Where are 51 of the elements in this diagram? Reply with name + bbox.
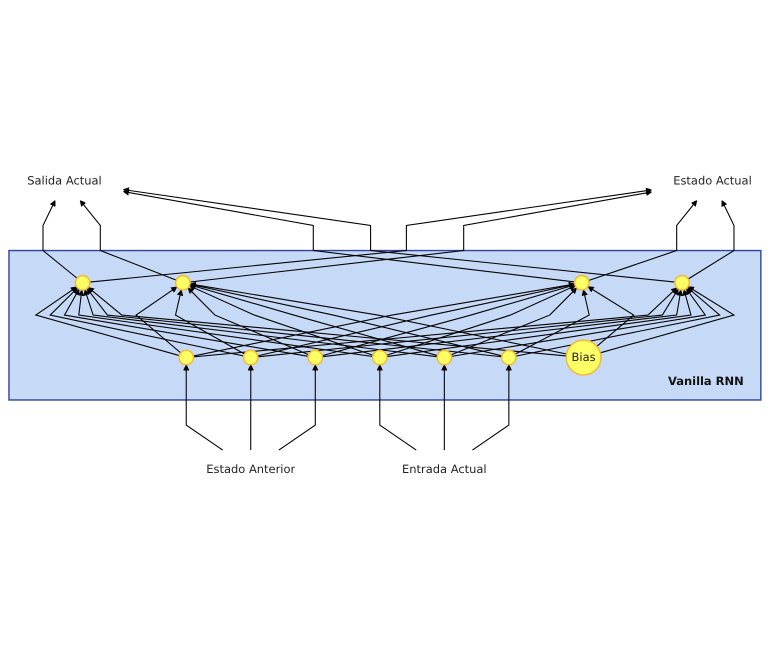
node-circle: Bias <box>565 339 602 376</box>
node-circle <box>500 349 517 366</box>
arrow <box>441 364 448 450</box>
node-text: Entrada Actual <box>402 462 487 476</box>
node-circle <box>372 349 388 366</box>
arrow <box>514 289 590 354</box>
arrow <box>122 189 575 282</box>
arrow <box>472 364 512 450</box>
arrow <box>451 288 706 357</box>
arrow <box>42 200 78 278</box>
arrow <box>588 200 698 281</box>
node-circle <box>178 349 194 366</box>
arrow <box>258 282 576 356</box>
arrow <box>386 284 576 356</box>
arrow <box>322 283 576 356</box>
node-circle <box>74 274 91 290</box>
arrow <box>183 364 223 450</box>
arrow <box>688 200 735 280</box>
arrow <box>376 364 417 450</box>
node-text: Estado Actual <box>673 174 752 188</box>
arrow <box>278 364 318 450</box>
arrow <box>88 286 566 356</box>
arrow <box>135 286 182 354</box>
node-text: Estado Anterior <box>206 462 296 476</box>
arrow <box>190 190 652 282</box>
arrow <box>86 288 502 358</box>
node-circle <box>436 349 452 366</box>
node-circle <box>175 274 191 290</box>
node-text: Salida Actual <box>27 174 102 188</box>
node-circle <box>574 274 590 290</box>
arrow <box>516 286 721 356</box>
arrow <box>450 287 578 356</box>
arrow <box>190 283 438 356</box>
node-circle <box>307 349 324 366</box>
arrow <box>588 286 635 346</box>
arrow <box>600 286 736 354</box>
arrow <box>322 289 684 357</box>
arrow <box>188 287 309 355</box>
arrow <box>78 289 373 357</box>
node-circle <box>242 349 259 366</box>
arrow <box>84 289 438 357</box>
arrow <box>248 364 254 450</box>
arrow <box>190 282 502 356</box>
arrow <box>49 287 244 356</box>
arrow <box>34 286 180 356</box>
arrow <box>386 289 692 357</box>
arrow <box>64 288 308 357</box>
arrow <box>189 284 374 356</box>
arrow <box>80 200 176 280</box>
arrow <box>174 289 245 354</box>
node-circle <box>674 274 690 290</box>
